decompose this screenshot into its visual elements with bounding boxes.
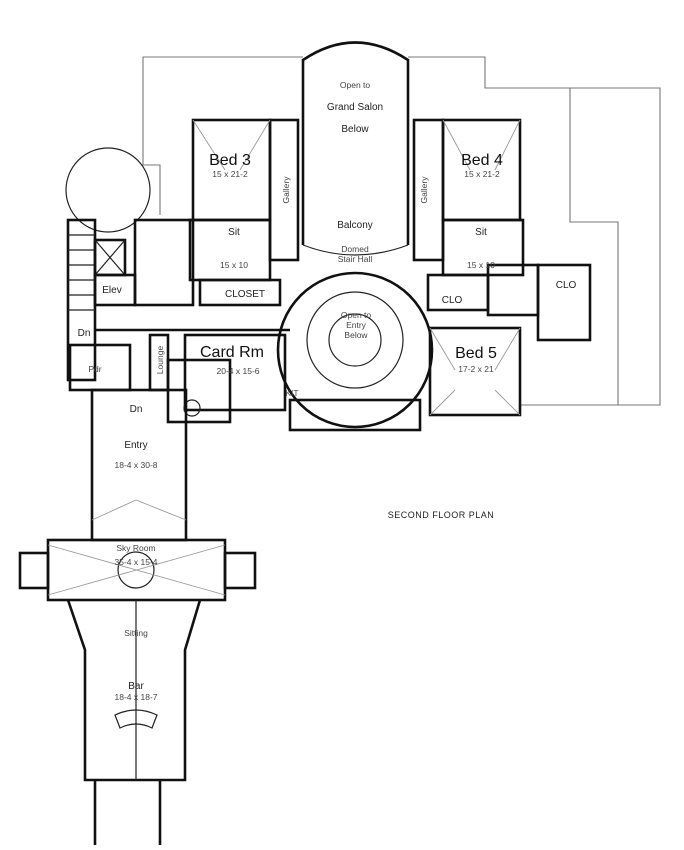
gallery-left-label: Gallery — [281, 176, 291, 204]
gallery-right-label: Gallery — [419, 176, 429, 204]
domed-stair-hall-label-1: Domed — [341, 244, 369, 254]
bed4-size: 15 x 21-2 — [464, 169, 500, 179]
domed-stair-hall-label-2: Stair Hall — [338, 254, 373, 264]
grand-salon-label-3: Below — [341, 124, 369, 135]
stair-hall — [276, 271, 434, 432]
grand-salon-label-1: Open to — [340, 80, 371, 90]
roof-outline — [142, 56, 661, 406]
bar-size: 18-4 x 18-7 — [115, 692, 158, 702]
grand-salon-walls — [301, 41, 410, 256]
dn-entry-label: Dn — [130, 404, 143, 415]
sky-room-label: Sky Room — [116, 543, 155, 553]
clo-left-label: CLO — [442, 295, 463, 306]
sitting-label: Sitting — [124, 628, 148, 638]
sky-room-size: 35-4 x 15-4 — [115, 557, 158, 567]
sit-left-label: Sit — [228, 227, 240, 238]
elev-label: Elev — [102, 285, 121, 296]
kit-label: KIT — [285, 388, 298, 398]
entry-size: 18-4 x 30-8 — [115, 460, 158, 470]
sit-right-size: 15 x 10 — [467, 260, 495, 270]
bed5-label: Bed 5 — [455, 345, 497, 362]
lounge-label: Lounge — [155, 346, 165, 375]
pdr-label: Pdr — [88, 364, 101, 374]
sit-left-size: 15 x 10 — [220, 260, 248, 270]
closet-label: CLOSET — [225, 289, 265, 300]
dn-left-label: Dn — [78, 328, 91, 339]
bed4-label: Bed 4 — [461, 152, 503, 169]
open-to-entry-label-2: Entry — [346, 320, 367, 330]
bed3-size: 15 x 21-2 — [212, 169, 248, 179]
left-tower — [65, 147, 282, 382]
grand-salon-label-2: Grand Salon — [327, 102, 383, 113]
entry-label: Entry — [124, 440, 147, 451]
card-rm-size: 20-4 x 15-6 — [217, 366, 260, 376]
bed5-walls — [426, 263, 592, 417]
bar-label: Bar — [128, 681, 144, 692]
balcony-label: Balcony — [337, 220, 373, 231]
entry-wing-walls — [18, 388, 257, 845]
bed4-walls — [412, 118, 525, 277]
bed3-label: Bed 3 — [209, 152, 251, 169]
clo-right-label: CLO — [556, 280, 577, 291]
open-to-entry-label-3: Below — [344, 330, 368, 340]
plan-title: SECOND FLOOR PLAN — [388, 510, 495, 520]
card-room-walls — [68, 328, 290, 424]
open-to-entry-label-1: Open to — [341, 310, 372, 320]
sit-right-label: Sit — [475, 227, 487, 238]
card-rm-label: Card Rm — [200, 344, 264, 361]
bed5-size: 17-2 x 21 — [458, 364, 494, 374]
